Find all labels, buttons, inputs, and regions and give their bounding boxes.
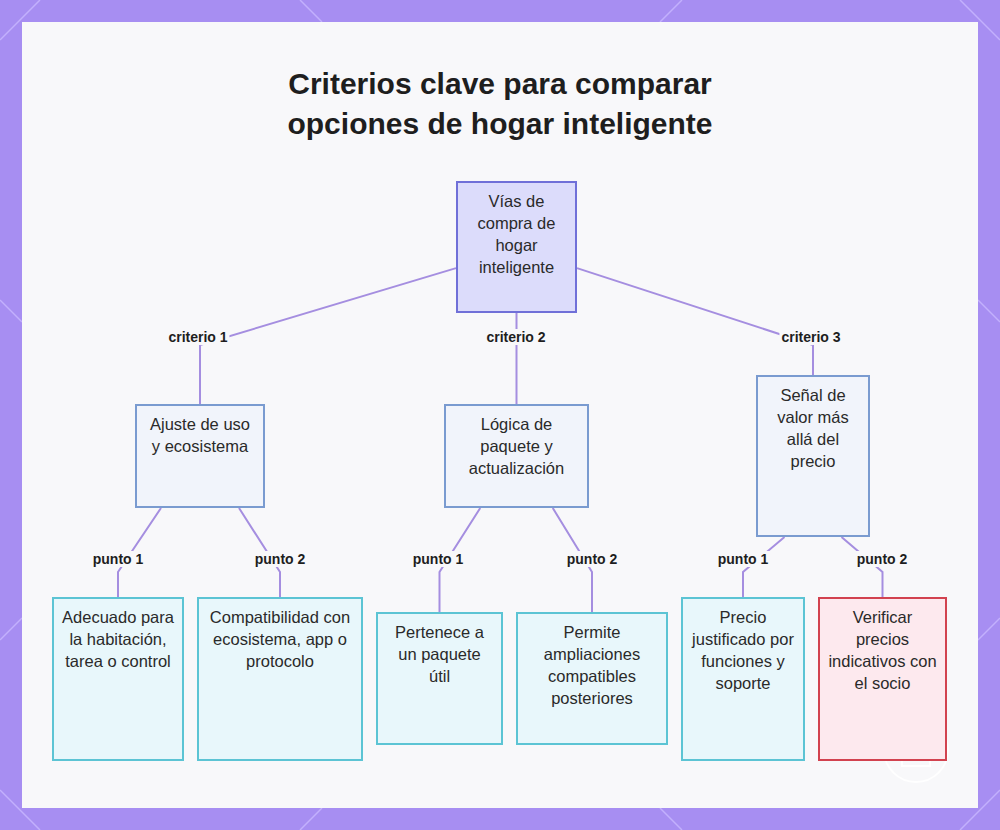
edge-label: criterio 3 [779, 329, 842, 345]
edge-label: punto 1 [411, 551, 466, 567]
criterion-box: Lógica de paquete y actualización [444, 404, 589, 508]
node-text: Verificar precios indicativos con el soc… [828, 606, 937, 694]
edge-label: punto 1 [716, 551, 771, 567]
edge-label: criterio 1 [166, 329, 229, 345]
connector [743, 537, 785, 597]
criterion-box: Señal de valor más allá del precio [756, 375, 870, 537]
edge-label: punto 2 [253, 551, 308, 567]
edge-label: punto 2 [565, 551, 620, 567]
node-text: Lógica de paquete y actualización [454, 413, 579, 479]
connector [577, 268, 813, 375]
edge-label: criterio 2 [484, 329, 547, 345]
node-text: Permite ampliaciones compatibles posteri… [526, 621, 658, 709]
node-text: Adecuado para la habitación, tarea o con… [62, 606, 174, 672]
connector [516, 313, 517, 404]
node-text: Pertenece a un paquete útil [386, 621, 493, 687]
point-box: Permite ampliaciones compatibles posteri… [516, 612, 668, 745]
point-box: Precio justificado por funciones y sopor… [681, 597, 805, 761]
node-text: Señal de valor más allá del precio [766, 384, 860, 472]
point-box: Compatibilidad con ecosistema, app o pro… [197, 597, 363, 761]
edge-label: punto 1 [91, 551, 146, 567]
warning-box: Verificar precios indicativos con el soc… [818, 597, 947, 761]
point-box: Adecuado para la habitación, tarea o con… [52, 597, 184, 761]
node-text: Precio justificado por funciones y sopor… [691, 606, 795, 694]
diagram-title: Criterios clave para comparar opciones d… [250, 64, 750, 144]
edge-label: punto 2 [855, 551, 910, 567]
connector [200, 268, 456, 404]
connector [842, 537, 883, 597]
criterion-box: Ajuste de uso y ecosistema [135, 404, 265, 508]
node-text: Compatibilidad con ecosistema, app o pro… [207, 606, 353, 672]
root-box: Vías de compra de hogar inteligente [456, 181, 577, 313]
point-box: Pertenece a un paquete útil [376, 612, 503, 745]
node-text: Ajuste de uso y ecosistema [145, 413, 255, 457]
node-text: Vías de compra de hogar inteligente [466, 190, 567, 278]
